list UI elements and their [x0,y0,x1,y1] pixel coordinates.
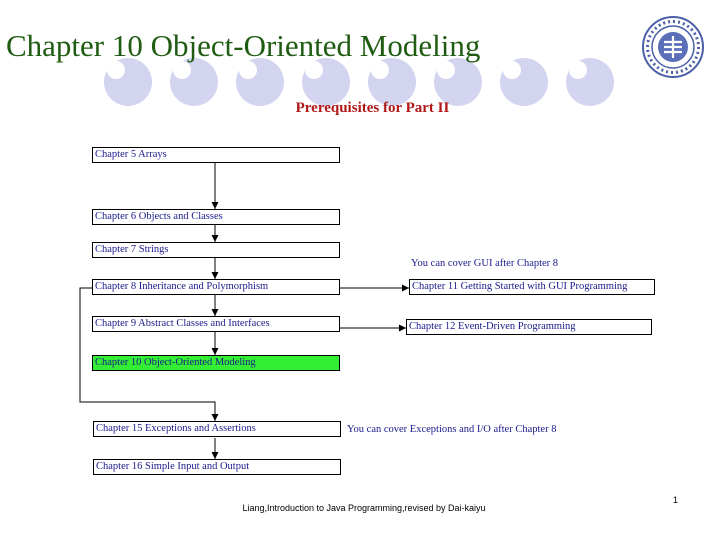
box-chapter-6: Chapter 6 Objects and Classes [92,209,340,225]
box-chapter-11: Chapter 11 Getting Started with GUI Prog… [409,279,655,295]
box-chapter-7: Chapter 7 Strings [92,242,340,258]
university-seal-logo [642,16,704,78]
box-chapter-9: Chapter 9 Abstract Classes and Interface… [92,316,340,332]
box-chapter-8: Chapter 8 Inheritance and Polymorphism [92,279,340,295]
diagram-title: Prerequisites for Part II [295,100,450,116]
footer-text: Liang,Introduction to Java Programming,r… [242,503,486,513]
page-number: 1 [673,495,679,505]
slide-title: Chapter 10 Object-Oriented Modeling [6,28,481,63]
box-chapter-12: Chapter 12 Event-Driven Programming [406,319,652,335]
box-chapter-5: Chapter 5 Arrays [92,147,340,163]
box-chapter-15: Chapter 15 Exceptions and Assertions [93,421,341,437]
box-chapter-10-highlighted: Chapter 10 Object-Oriented Modeling [92,355,340,371]
note-gui: You can cover GUI after Chapter 8 [411,258,559,269]
note-exceptions: You can cover Exceptions and I/O after C… [347,424,557,435]
arrow-ch8-ch15 [79,287,219,421]
box-chapter-16: Chapter 16 Simple Input and Output [93,459,341,475]
decorative-circles [104,58,614,106]
